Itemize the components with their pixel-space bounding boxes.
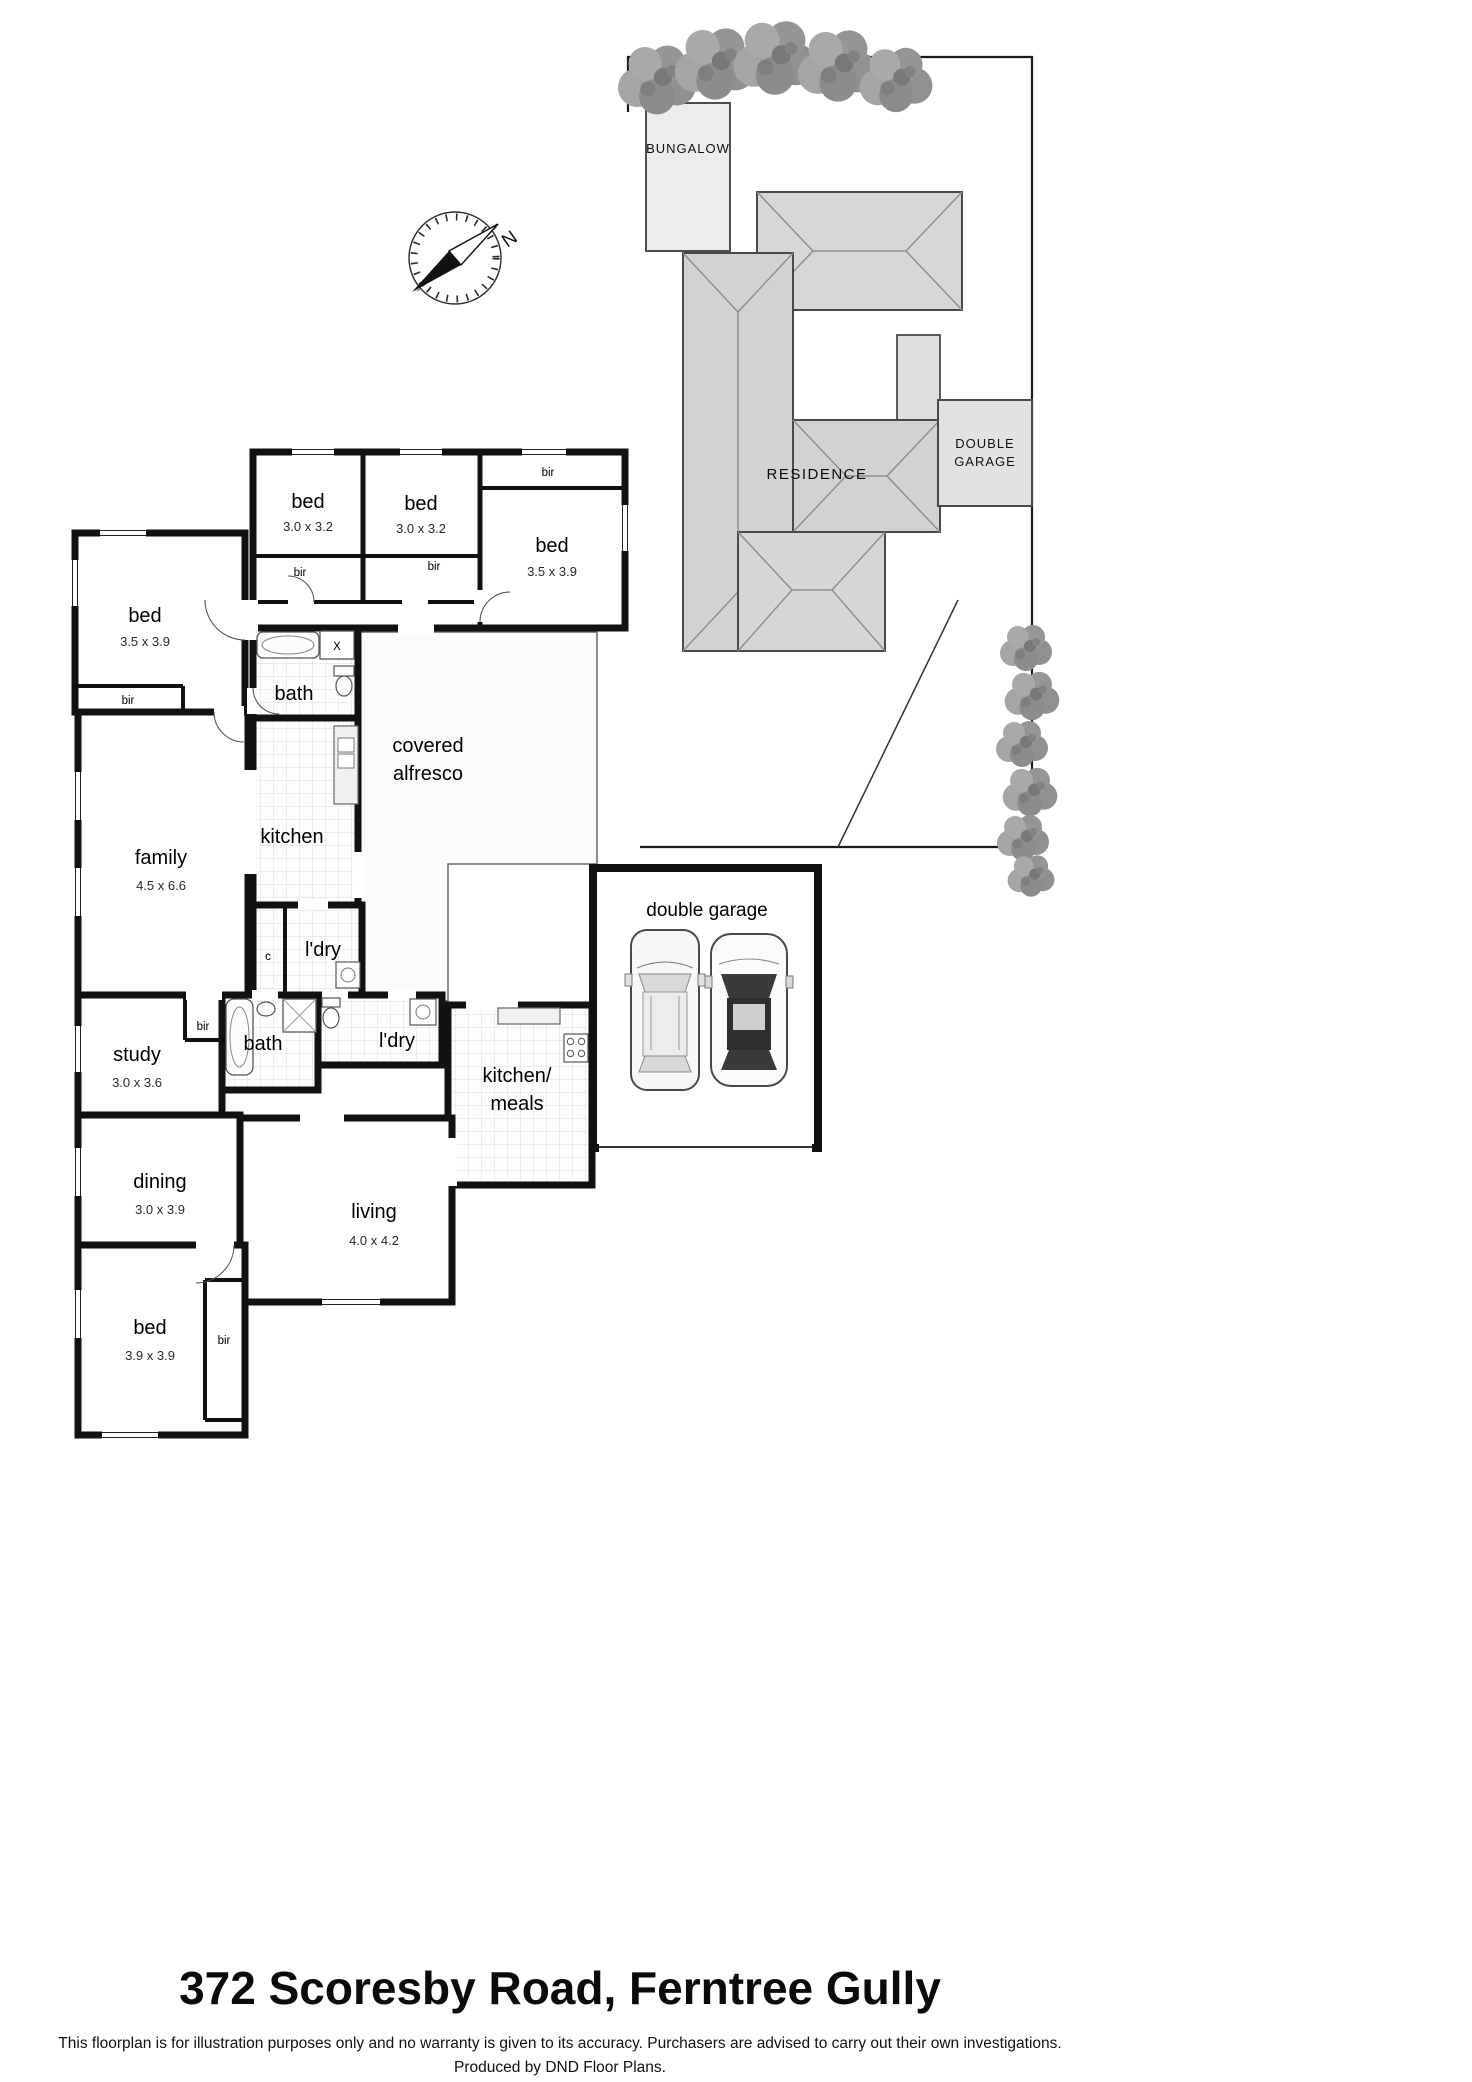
room-living bbox=[236, 1114, 456, 1306]
laundry-trough-icon bbox=[409, 998, 437, 1026]
page-title: 372 Scoresby Road, Ferntree Gully bbox=[179, 1962, 941, 2014]
bathtub-icon bbox=[256, 631, 320, 659]
room-labels: bed 3.0 x 3.2 bir bed 3.0 x 3.2 bir bed … bbox=[112, 467, 768, 1363]
room-alfresco bbox=[359, 631, 598, 1002]
dining-size: 3.0 x 3.9 bbox=[135, 1202, 185, 1217]
door-arcs bbox=[195, 575, 511, 1284]
site-garage-label-2: GARAGE bbox=[954, 454, 1016, 469]
room-family bbox=[74, 708, 252, 999]
tree-icon bbox=[996, 721, 1048, 767]
bir-label: bir bbox=[197, 1021, 210, 1033]
basin-icon bbox=[256, 1001, 276, 1017]
study-size: 3.0 x 3.6 bbox=[112, 1075, 162, 1090]
bed3-label: bed bbox=[535, 535, 568, 557]
stove-icon bbox=[563, 1033, 589, 1063]
bed1-size: 3.0 x 3.2 bbox=[283, 519, 333, 534]
trees-right bbox=[996, 625, 1060, 897]
study-label: study bbox=[113, 1044, 161, 1066]
dining-label: dining bbox=[133, 1171, 186, 1193]
bungalow-label: BUNGALOW bbox=[646, 141, 730, 156]
bath-top-label: bath bbox=[275, 683, 314, 705]
tree-icon bbox=[1007, 855, 1055, 897]
tree-icon bbox=[1004, 671, 1060, 721]
walls bbox=[70, 447, 822, 1440]
bir-label: bir bbox=[542, 467, 555, 479]
living-size: 4.0 x 4.2 bbox=[349, 1233, 399, 1248]
site-double-garage: DOUBLE GARAGE bbox=[937, 399, 1033, 507]
bed-bottom-label: bed bbox=[133, 1317, 166, 1339]
windows bbox=[70, 447, 630, 1440]
floor-plan: bed 3.0 x 3.2 bir bed 3.0 x 3.2 bir bed … bbox=[70, 447, 822, 1440]
bed3-size: 3.5 x 3.9 bbox=[527, 564, 577, 579]
family-size: 4.5 x 6.6 bbox=[136, 878, 186, 893]
bir-label: bir bbox=[294, 567, 307, 579]
kitchen-label: kitchen bbox=[260, 826, 323, 848]
bir-label: bir bbox=[218, 1335, 231, 1347]
bir-label: bir bbox=[428, 561, 441, 573]
tree-icon bbox=[1002, 767, 1058, 817]
fixtures bbox=[225, 630, 794, 1091]
bed2-size: 3.0 x 3.2 bbox=[396, 521, 446, 536]
laundry-top-label: l'dry bbox=[305, 939, 341, 961]
toilet-icon bbox=[321, 997, 341, 1029]
alfresco-label-2: alfresco bbox=[393, 763, 463, 785]
shower-icon bbox=[282, 998, 317, 1033]
compass-rose: N bbox=[408, 211, 521, 305]
garage-label: double garage bbox=[646, 900, 768, 921]
alfresco-label-1: covered bbox=[392, 735, 463, 757]
living-label: living bbox=[351, 1201, 397, 1223]
tree-icon bbox=[1000, 625, 1052, 671]
site-garage-label-1: DOUBLE bbox=[955, 436, 1014, 451]
laundry-mid-label: l'dry bbox=[379, 1030, 415, 1052]
bed2-label: bed bbox=[404, 493, 437, 515]
shower-x-label: X bbox=[333, 641, 341, 653]
bath-mid-label: bath bbox=[244, 1033, 283, 1055]
bed-bottom-size: 3.9 x 3.9 bbox=[125, 1348, 175, 1363]
bed-left-label: bed bbox=[128, 605, 161, 627]
trees-top bbox=[618, 21, 933, 115]
door-gaps bbox=[186, 590, 812, 1250]
kitchen-meals-label-1: kitchen/ bbox=[483, 1065, 552, 1087]
site-bungalow: BUNGALOW bbox=[645, 102, 731, 252]
kitchen-bench-icon bbox=[497, 1007, 561, 1025]
footer: 372 Scoresby Road, Ferntree Gully This f… bbox=[58, 1962, 1061, 2076]
bir-label: bir bbox=[122, 695, 135, 707]
site-plan: BUNGALOW bbox=[618, 21, 1060, 897]
closet-label: c bbox=[265, 951, 271, 963]
car-icon bbox=[704, 933, 794, 1087]
compass-needle-south bbox=[412, 251, 461, 292]
car-icon bbox=[624, 929, 706, 1091]
credit-text: Produced by DND Floor Plans. bbox=[454, 2059, 666, 2076]
bathtub-icon bbox=[225, 998, 254, 1076]
laundry-trough-icon bbox=[335, 961, 361, 989]
toilet-icon bbox=[333, 665, 355, 697]
disclaimer-text: This floorplan is for illustration purpo… bbox=[58, 2035, 1061, 2052]
kitchen-meals-label-2: meals bbox=[490, 1093, 543, 1115]
residence-roof: RESIDENCE bbox=[682, 191, 963, 652]
residence-label: RESIDENCE bbox=[766, 466, 867, 483]
tree-icon bbox=[997, 815, 1049, 861]
compass-needle-north bbox=[447, 223, 499, 267]
bed-left-size: 3.5 x 3.9 bbox=[120, 634, 170, 649]
family-label: family bbox=[135, 847, 187, 869]
site-boundary-diagonal bbox=[837, 599, 959, 848]
kitchen-bench-icon bbox=[333, 725, 359, 805]
bed1-label: bed bbox=[291, 491, 324, 513]
compass-north-label: N bbox=[498, 227, 521, 252]
shower-icon bbox=[319, 630, 355, 660]
